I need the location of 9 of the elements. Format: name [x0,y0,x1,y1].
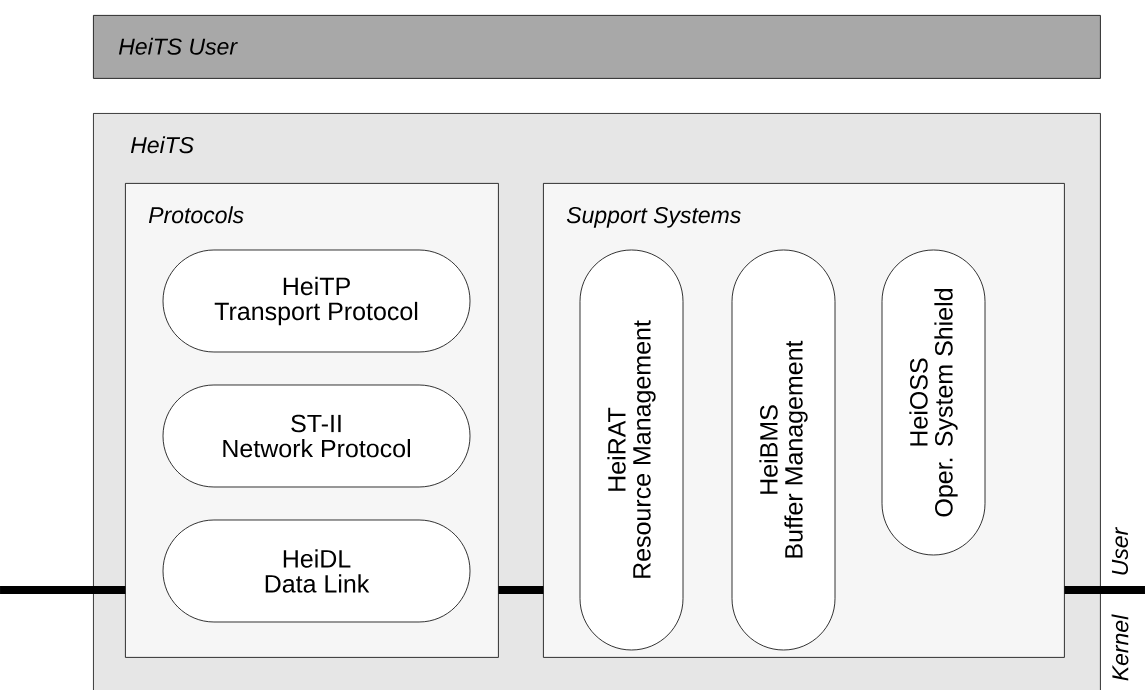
module-pill: ST-II Network Protocol [162,384,471,488]
layer-label: Kernel [1111,614,1129,681]
layer-box: HeiTS User [93,15,1101,79]
layer-label: User [1112,526,1128,575]
module-pill: HeiRAT Resource Management [579,249,684,651]
module-pill: HeiBMS Buffer Management [731,249,836,651]
module-pill: HeiTP Transport Protocol [162,249,471,353]
module-pill: HeiOSS Oper. System Shield [881,249,986,556]
module-pill: HeiDL Data Link [162,519,471,623]
